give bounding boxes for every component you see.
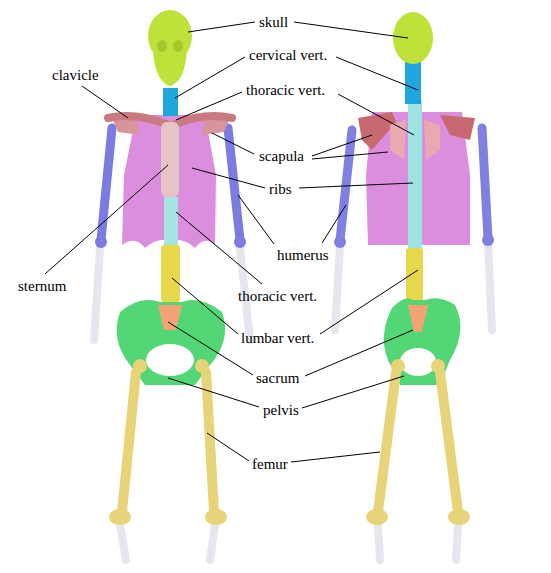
- leader-lines: [45, 22, 418, 462]
- leader-line: [168, 378, 259, 407]
- femur-head: [391, 359, 405, 373]
- humerus-end: [482, 234, 494, 246]
- leader-line: [299, 183, 413, 188]
- forearm: [335, 245, 340, 330]
- part-label: pelvis: [263, 401, 299, 419]
- humerus-bone: [340, 130, 352, 240]
- leader-line: [176, 212, 262, 284]
- femur-knee: [448, 509, 470, 525]
- lumbar-spine: [406, 248, 423, 302]
- femur-head: [431, 359, 445, 373]
- shin: [378, 525, 380, 560]
- femur-head: [195, 359, 209, 373]
- leader-line: [82, 86, 128, 118]
- pelvis-bone: [384, 298, 461, 385]
- thoracic-spine: [164, 197, 178, 247]
- femur-bone: [122, 372, 136, 512]
- thoracic-spine: [408, 100, 422, 250]
- leader-line: [312, 152, 388, 159]
- part-label: thoracic vert.: [246, 81, 325, 99]
- part-label: cervical vert.: [249, 46, 327, 64]
- part-label: lumbar vert.: [241, 329, 314, 347]
- shin: [210, 525, 215, 560]
- scapula-bone: [424, 120, 440, 160]
- leader-line: [172, 278, 238, 334]
- femur-knee: [366, 509, 388, 525]
- femur-bone: [206, 372, 214, 512]
- femur-head: [133, 359, 147, 373]
- cervical-spine: [163, 88, 178, 116]
- leader-line: [168, 322, 253, 375]
- part-label: humerus: [277, 246, 329, 264]
- sacrum-bone: [408, 305, 428, 332]
- leader-line: [207, 433, 249, 461]
- leader-line: [305, 330, 413, 376]
- femur-knee: [205, 509, 227, 525]
- pelvis-opening: [146, 344, 194, 376]
- shin: [120, 525, 126, 560]
- leader-line: [294, 22, 408, 38]
- leader-line: [322, 205, 346, 243]
- femur-bone: [378, 372, 458, 512]
- part-label: sternum: [18, 277, 66, 295]
- leader-line: [45, 165, 168, 274]
- cervical-spine: [405, 62, 421, 104]
- leader-line: [212, 133, 254, 154]
- lumbar-spine: [161, 245, 180, 302]
- humerus-bone: [228, 128, 240, 240]
- part-label: thoracic vert.: [238, 287, 317, 305]
- leader-line: [175, 57, 245, 98]
- leader-line: [312, 135, 372, 156]
- forearm: [94, 248, 100, 340]
- eye-socket: [173, 40, 183, 52]
- clavicle-bone: [108, 116, 166, 124]
- humerus-end: [234, 236, 246, 248]
- sternum-bone: [161, 122, 179, 197]
- leader-line: [176, 92, 242, 120]
- faint-limbs: [94, 242, 492, 560]
- humerus-end: [95, 236, 107, 248]
- sacrum-bone: [158, 305, 182, 330]
- skull-bone: [393, 12, 433, 64]
- leader-line: [238, 195, 274, 244]
- leader-line: [291, 452, 380, 462]
- part-label: sacrum: [256, 369, 299, 387]
- femur-bone: [440, 372, 458, 512]
- leader-line: [336, 57, 418, 90]
- scapula-bone: [440, 115, 475, 140]
- leader-line: [188, 22, 255, 32]
- part-label: ribs: [269, 180, 292, 198]
- femur-bone: [378, 372, 396, 512]
- femur-bone: [122, 372, 214, 512]
- humerus-bone: [482, 128, 488, 238]
- forearm: [488, 242, 492, 330]
- eye-socket: [157, 40, 167, 52]
- part-label: clavicle: [52, 66, 99, 84]
- ribcage: [122, 115, 216, 248]
- shin: [456, 525, 458, 560]
- leader-line: [192, 168, 265, 188]
- leader-line: [302, 376, 404, 408]
- part-label: femur: [252, 455, 288, 473]
- leader-line: [320, 270, 418, 334]
- part-label: skull: [259, 13, 288, 31]
- leader-line: [338, 94, 414, 135]
- jaw-bone: [153, 50, 187, 86]
- humerus-end: [334, 236, 346, 248]
- femur-knee: [109, 509, 131, 525]
- part-label: scapula: [259, 147, 304, 165]
- pelvis-opening: [400, 348, 436, 376]
